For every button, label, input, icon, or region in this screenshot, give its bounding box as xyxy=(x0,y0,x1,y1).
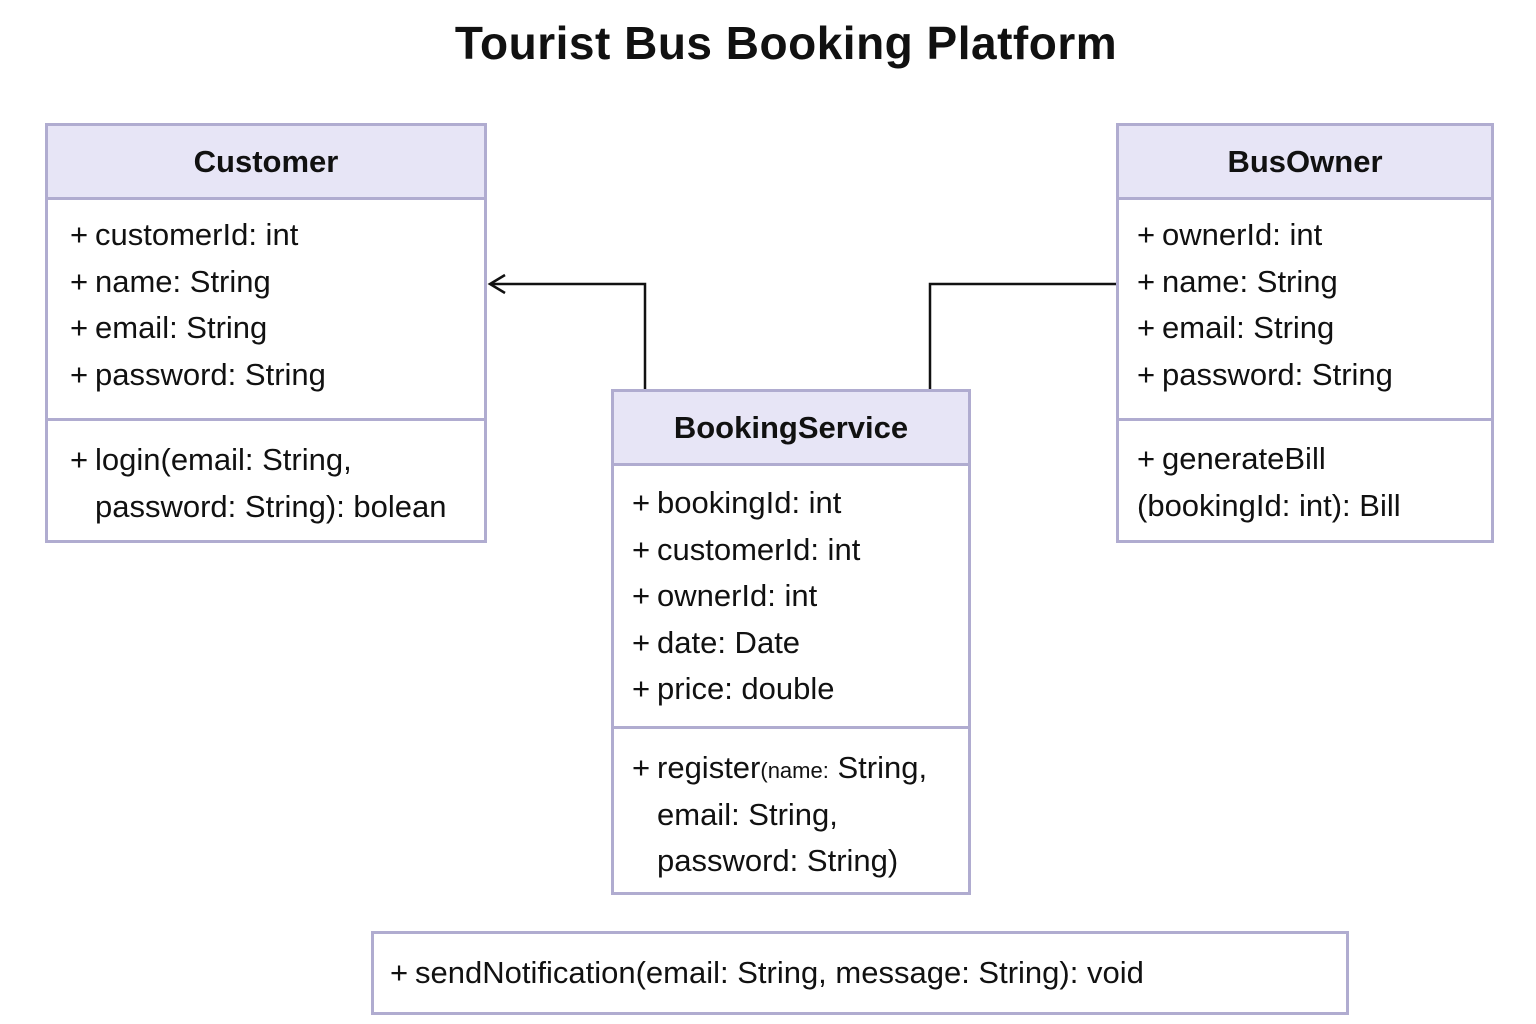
association-bookingservice-to-busowner xyxy=(928,282,1117,390)
attribute-row: +price: double xyxy=(632,671,835,706)
attribute-row: +password: String xyxy=(1137,356,1393,392)
operation-row-continued: password: String): bolean xyxy=(95,488,447,524)
class-name: BookingService xyxy=(614,392,968,466)
operation-compartment: +generateBill (bookingId: int): Bill xyxy=(1119,418,1491,529)
attribute-row: +customerId: int xyxy=(70,217,299,252)
operation-row-continued: (bookingId: int): Bill xyxy=(1137,487,1401,523)
class-bookingservice[interactable]: BookingService +bookingId: int +customer… xyxy=(611,389,971,895)
attribute-row: +email: String xyxy=(1137,310,1335,345)
attribute-compartment: +customerId: int +name: String +email: S… xyxy=(48,200,484,418)
attribute-compartment: +ownerId: int +name: String +email: Stri… xyxy=(1119,200,1491,418)
association-bookingservice-to-customer xyxy=(490,282,647,390)
operation-row: +login(email: String, xyxy=(70,442,352,477)
attribute-row: +name: String xyxy=(1137,263,1338,299)
notification-operation-box[interactable]: +sendNotification(email: String, message… xyxy=(371,931,1349,1015)
operation-row: +register(name: String, xyxy=(632,750,928,785)
arrowhead-customer xyxy=(487,273,506,295)
diagram-title: Tourist Bus Booking Platform xyxy=(454,17,1118,69)
operation-row: +generateBill xyxy=(1137,441,1326,476)
attribute-row: +date: Date xyxy=(632,624,801,660)
operation-compartment: +register(name: String, email: String, p… xyxy=(614,726,968,885)
attribute-row: +bookingId: int xyxy=(632,485,842,520)
attribute-compartment: +bookingId: int +customerId: int +ownerI… xyxy=(614,466,968,726)
operation-row-continued: password: String) xyxy=(657,843,899,878)
attribute-row: +name: String xyxy=(70,263,271,299)
attribute-row: +password: String xyxy=(70,356,326,392)
operation-compartment: +login(email: String, password: String):… xyxy=(48,418,484,530)
class-busowner[interactable]: BusOwner +ownerId: int +name: String +em… xyxy=(1116,123,1494,543)
attribute-row: +ownerId: int xyxy=(1137,217,1323,252)
attribute-row: +customerId: int xyxy=(632,531,861,567)
operation-row-continued: email: String, xyxy=(657,796,838,832)
class-customer[interactable]: Customer +customerId: int +name: String … xyxy=(45,123,487,543)
class-name: Customer xyxy=(48,126,484,200)
class-name: BusOwner xyxy=(1119,126,1491,200)
operation-row: +sendNotification(email: String, message… xyxy=(390,954,1144,990)
attribute-row: +ownerId: int xyxy=(632,578,818,613)
attribute-row: +email: String xyxy=(70,310,268,345)
